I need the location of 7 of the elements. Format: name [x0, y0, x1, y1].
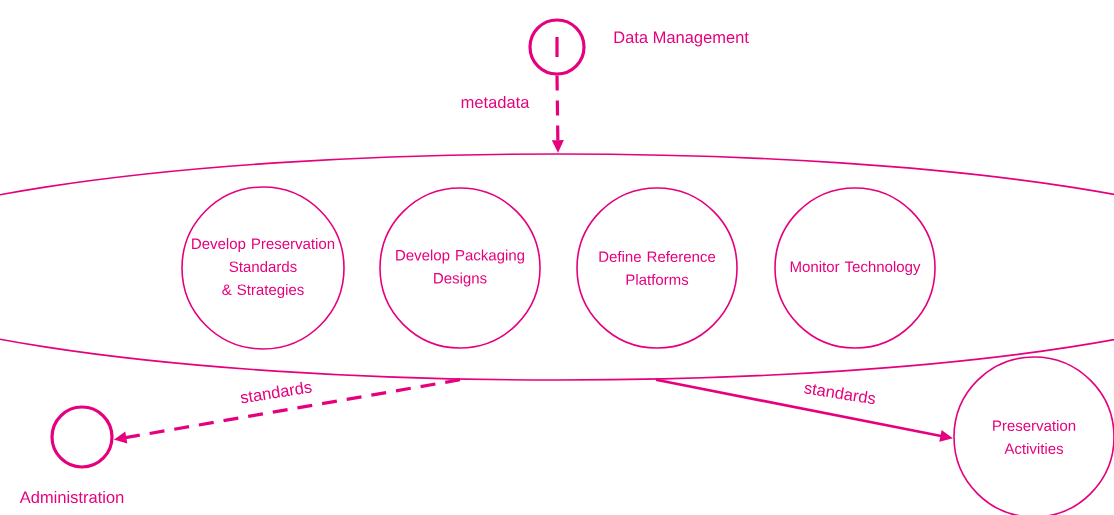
- edge-label: standards: [238, 379, 314, 405]
- node-caption: Administration: [19, 490, 124, 504]
- edge-label: standards: [802, 380, 878, 406]
- node-caption: Data Management: [614, 31, 749, 47]
- edge-label: metadata: [459, 94, 531, 110]
- ring-symbol: [528, 18, 586, 76]
- ring-symbol: [50, 405, 114, 469]
